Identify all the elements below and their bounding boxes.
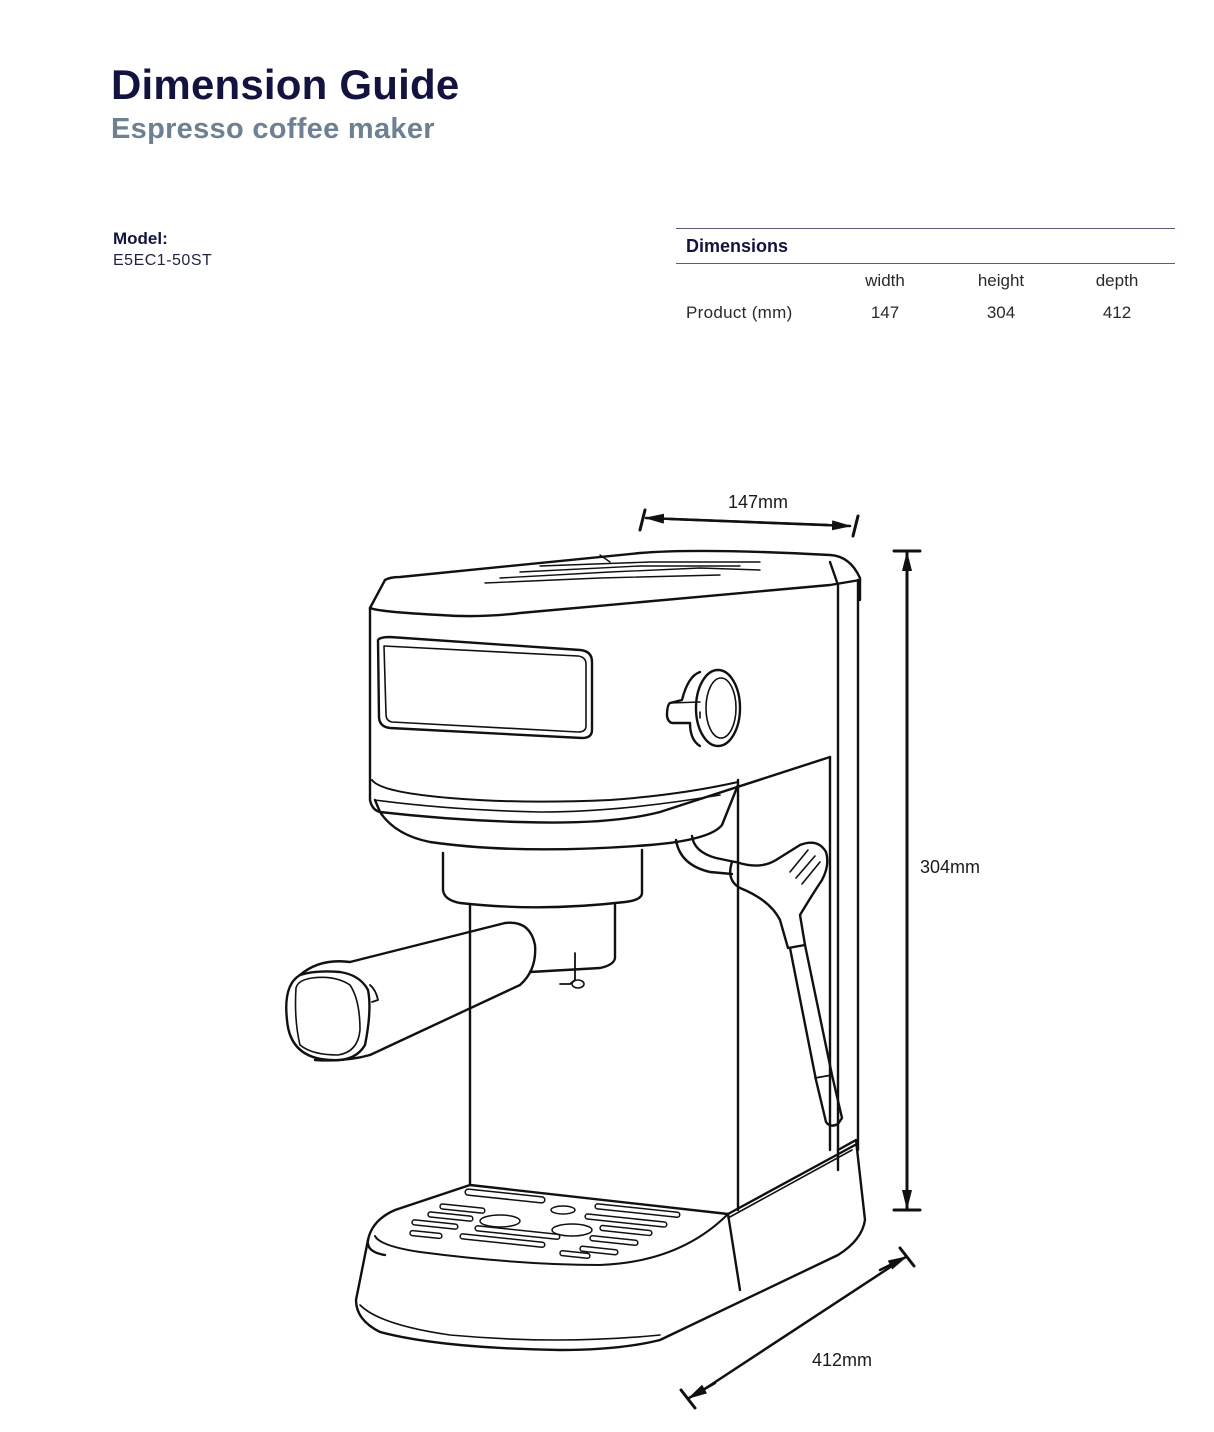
control-knob-icon[interactable]: [665, 668, 742, 748]
portafilter-handle[interactable]: [285, 921, 537, 1062]
depth-dimension-line: [679, 1246, 916, 1410]
machine-side-column: [736, 755, 832, 1212]
drip-tray-base: [354, 1138, 867, 1352]
dimensions-heading: Dimensions: [686, 236, 789, 256]
page-title: Dimension Guide: [111, 61, 460, 108]
model-number: E5EC1-50ST: [113, 252, 213, 269]
model-label: Model:: [113, 229, 168, 248]
row-label-product: Product (mm): [686, 303, 793, 322]
height-dimension-line: [892, 549, 922, 1212]
machine-front-panel: [368, 606, 832, 851]
column-header-width: width: [865, 271, 905, 290]
height-dimension-label: 304mm: [920, 857, 981, 877]
width-dimension-label: 147mm: [728, 492, 789, 512]
width-dimension-line: [638, 508, 860, 538]
machine-top-housing: [368, 549, 862, 1172]
cell-height: 304: [986, 303, 1016, 322]
table-rule-header: [676, 263, 1175, 264]
column-header-depth: depth: [1095, 271, 1139, 290]
table-rule-top: [676, 228, 1175, 229]
brew-group-head: [441, 848, 644, 1187]
depth-dimension-label: 412mm: [812, 1350, 873, 1370]
column-header-height: height: [977, 271, 1025, 290]
cell-depth: 412: [1102, 303, 1132, 322]
page-subtitle: Espresso coffee maker: [111, 113, 435, 145]
steam-wand[interactable]: [674, 834, 844, 1127]
cell-width: 147: [870, 303, 900, 322]
